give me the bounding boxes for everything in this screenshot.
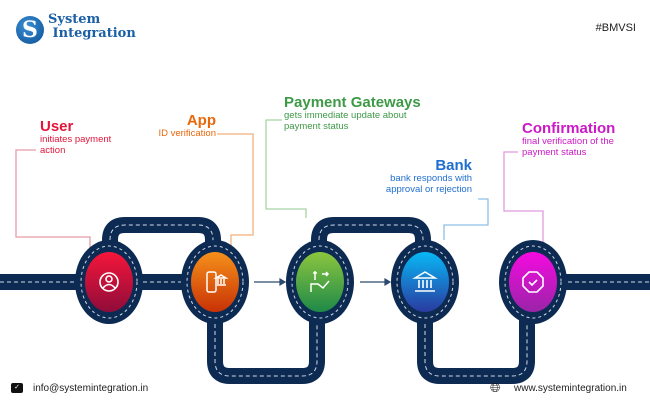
callout-line-user bbox=[15, 149, 91, 253]
mail-icon: ✓ bbox=[11, 383, 23, 393]
step-desc: payment status bbox=[522, 146, 587, 158]
callout-line-confirmation bbox=[503, 151, 544, 243]
step-confirmation: Confirmation final verification of the p… bbox=[522, 120, 615, 158]
mobile-bank-icon bbox=[206, 271, 229, 293]
step-title: Confirmation bbox=[522, 120, 616, 137]
step-title: Payment Gateways bbox=[284, 94, 421, 111]
step-desc: approval or rejection bbox=[385, 183, 472, 195]
step-gateway: Payment Gateways gets immediate update a… bbox=[284, 94, 421, 132]
node-bank bbox=[391, 240, 459, 324]
payment-hand-icon bbox=[310, 271, 330, 292]
callout-line-app bbox=[217, 133, 254, 253]
callout-lines bbox=[15, 119, 544, 253]
node-app bbox=[181, 240, 249, 324]
node-confirmation bbox=[499, 240, 567, 324]
footer-website[interactable]: www.systemintegration.in bbox=[514, 383, 627, 394]
step-bank: Bank bank responds with approval or reje… bbox=[360, 157, 472, 195]
step-app: App ID verification bbox=[148, 112, 216, 140]
check-badge-icon bbox=[522, 271, 544, 293]
hashtag: #BMVSI bbox=[595, 22, 636, 34]
step-nodes bbox=[75, 240, 567, 324]
step-desc: gets immediate update about bbox=[284, 110, 407, 121]
globe-icon: 🌐︎ bbox=[490, 380, 501, 395]
logo-mark: S bbox=[16, 16, 44, 44]
step-desc: bank responds with bbox=[390, 173, 472, 184]
footer-email[interactable]: info@systemintegration.in bbox=[33, 383, 149, 394]
callout-line-bank bbox=[443, 198, 489, 240]
callout-line-gateway bbox=[265, 119, 307, 218]
step-user: User initiates payment action bbox=[40, 118, 111, 156]
step-title: Bank bbox=[435, 157, 472, 174]
user-icon bbox=[99, 272, 119, 292]
step-desc: initiates payment bbox=[40, 134, 112, 145]
step-desc: final verification of the bbox=[522, 136, 614, 147]
step-title: User bbox=[40, 118, 74, 135]
logo-text: System Integration bbox=[48, 13, 136, 41]
node-user bbox=[75, 240, 143, 324]
node-gateway bbox=[286, 240, 354, 324]
logo-line2: Integration bbox=[52, 26, 136, 41]
step-desc: payment status bbox=[284, 120, 349, 132]
step-title: App bbox=[186, 112, 216, 129]
flow-arrows bbox=[254, 277, 392, 287]
step-desc: action bbox=[40, 144, 66, 156]
logo-line1: System bbox=[48, 12, 101, 27]
step-desc: ID verification bbox=[158, 128, 216, 139]
bank-icon bbox=[412, 271, 438, 292]
